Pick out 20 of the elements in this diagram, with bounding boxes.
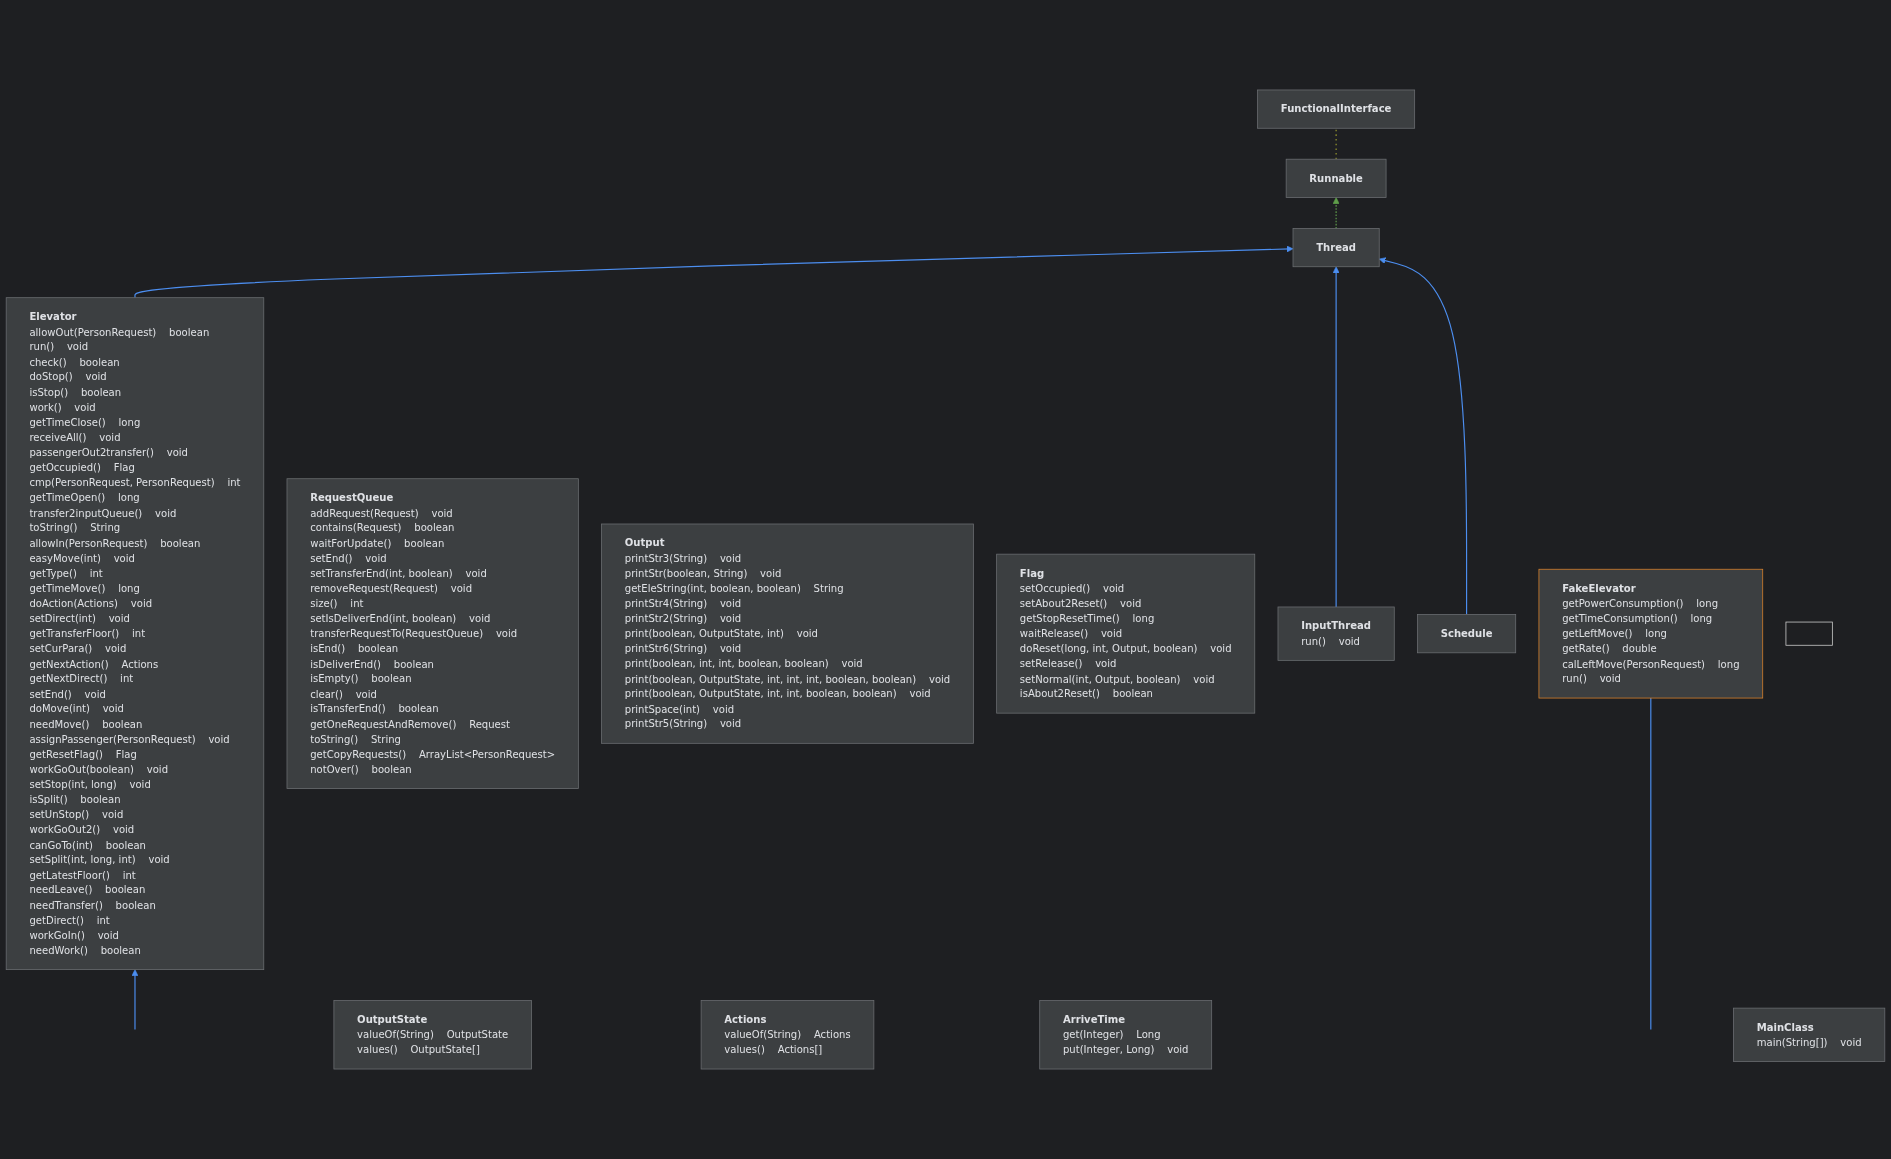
- arrow: [1332, 266, 1340, 608]
- node-box: Actions valueOf(String) Actions values() Actions[]: [700, 1000, 875, 1070]
- node-box: MainClass main(String[]) void: [1733, 1007, 1886, 1062]
- arrow: [134, 245, 1294, 299]
- node-box: InputThread run() void: [1277, 606, 1395, 661]
- node-box: FunctionalInterface: [1257, 89, 1416, 129]
- node-box: Output printStr3(String) void printStr(boolean, String) void getEleString(int, boolean, boolean) String printStr4(String) void printStr2(String) void print(boolean, OutputState, int) void printStr6(String) void print(boolean, int, int, boolean, boolean) void print(boolean, OutputState, int, int, int, boolean, boolean) void print(boolean, OutputState, int, int, boolean, boolean) void printSpace(int) void printStr5(String) void: [601, 523, 974, 744]
- connector: [1650, 697, 1652, 1030]
- node-box: Thread: [1292, 228, 1380, 268]
- node-box: Schedule: [1417, 614, 1517, 654]
- node-box: ArriveTime get(Integer) Long put(Integer, Long) void: [1039, 1000, 1213, 1070]
- node-box: Elevator allowOut(PersonRequest) boolean run() void check() boolean doStop() void isStop() boolean work() void getTimeClose() long receiveAll() void passengerOut2transfer() void getOccupied() Flag cmp(PersonRequest, PersonRequest) int getTimeOpen() long transfer2inputQueue() void toString() String allowIn(PersonRequest) boolean easyMove(int) void getType() int getTimeMove() long doAction(Actions) void setDirect(int) void getTransferFloor() int setCurPara() void getNextAction() Actions getNextDirect() int setEnd() void doMove(int) void needMove() boolean assignPassenger(PersonRequest) void getResetFlag() Flag workGoOut(boolean) void setStop(int, long) void isSplit() boolean setUnStop() void workGoOut2() void canGoTo(int) boolean setSplit(int, long, int) void getLatestFloor() int needLeave() boolean needTransfer() boolean getDirect() int workGoIn() void needWork() boolean: [5, 297, 265, 970]
- node-box: FakeElevator getPowerConsumption() long getTimeConsumption() long getLeftMove() long getRate() double calLeftMove(PersonRequest) long run() void: [1538, 568, 1764, 699]
- arrow: [131, 969, 139, 1030]
- node-box: Flag setOccupied() void setAbout2Reset() void getStopResetTime() long waitRelease() void doReset(long, int, Output, boolean) void setRelease() void setNormal(int, Output, boolean) void isAbout2Reset() boolean: [996, 553, 1256, 714]
- node-box: Runnable: [1285, 158, 1387, 198]
- arrow: [1378, 257, 1468, 616]
- node-box: OutputState valueOf(String) OutputState values() OutputState[]: [333, 1000, 532, 1070]
- node-box: RequestQueue addRequest(Request) void contains(Request) boolean waitForUpdate() boolean setEnd() void setTransferEnd(int, boolean) void removeRequest(Request) void size() int setIsDeliverEnd(int, boolean) void transferRequestTo(RequestQueue) void isEnd() boolean isDeliverEnd() boolean isEmpty() boolean clear() void isTransferEnd() boolean getOneRequestAndRemove() Request toString() String getCopyRequests() ArrayList<PersonRequest> notOver() boolean: [286, 478, 579, 789]
- node-box: [1785, 621, 1833, 646]
